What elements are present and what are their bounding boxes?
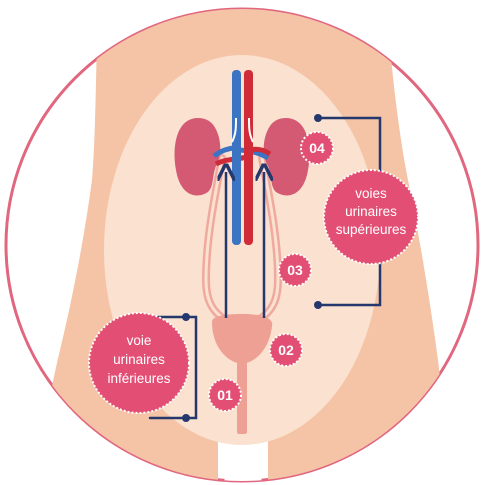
leg-gap <box>224 445 262 485</box>
badge-01: 01 <box>209 379 241 411</box>
badge-01-label: 01 <box>217 387 233 403</box>
pointer-dot-upper-bottom <box>314 301 322 309</box>
upper-bubble-line-1: voies <box>355 186 387 201</box>
lower-bubble-line-3: inférieures <box>107 371 170 386</box>
pointer-dot-lower-bottom <box>182 414 190 422</box>
badge-03-label: 03 <box>287 262 303 278</box>
badge-02: 02 <box>270 334 302 366</box>
lower-bubble-line-1: voie <box>127 333 152 348</box>
badge-04-label: 04 <box>309 140 325 156</box>
vena-cava <box>232 70 241 245</box>
pointer-dot-upper-top <box>314 114 322 122</box>
badge-03: 03 <box>279 254 311 286</box>
upper-bubble-line-3: supérieures <box>336 222 407 237</box>
aorta <box>244 70 253 245</box>
badge-04: 04 <box>301 132 333 164</box>
badge-02-label: 02 <box>278 342 294 358</box>
pointer-dot-lower-top <box>182 313 190 321</box>
upper-urinary-bubble: voies urinaires supérieures <box>324 170 418 264</box>
lower-bubble-line-2: urinaires <box>113 352 165 367</box>
lower-urinary-bubble: voie urinaires inférieures <box>89 313 189 413</box>
upper-bubble-line-2: urinaires <box>345 204 397 219</box>
